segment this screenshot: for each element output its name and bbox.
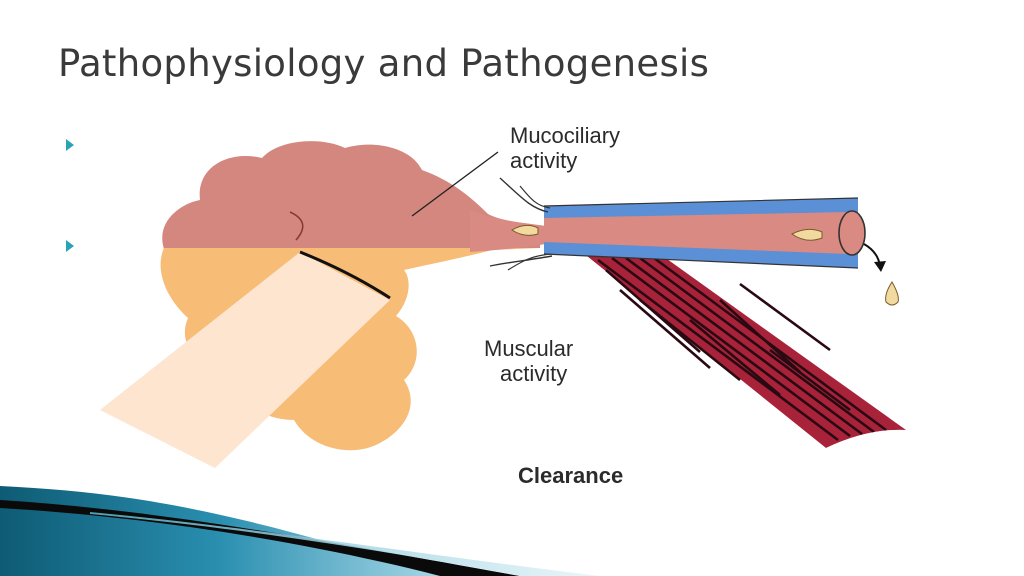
- slide-title: Pathophysiology and Pathogenesis: [58, 42, 710, 85]
- mucociliary-label: Mucociliary activity: [510, 123, 620, 173]
- flow-arrow-icon: [863, 243, 886, 272]
- muscle-bundle: [582, 252, 906, 452]
- mucociliary-label-line1: Mucociliary: [510, 123, 621, 148]
- mucociliary-label-line2: activity: [510, 148, 578, 173]
- connective-tissue: [100, 211, 391, 468]
- secretion-droplet-3: [885, 281, 899, 306]
- bullet-marker-2: [66, 240, 74, 252]
- muscular-label: Muscular activity: [484, 336, 573, 386]
- mucociliary-leader-line: [411, 151, 499, 217]
- muscular-label-line2: activity: [500, 361, 568, 386]
- secretion-droplet-2: [791, 228, 823, 241]
- excretory-duct: [489, 177, 866, 271]
- gland-upper-lobes: [162, 141, 540, 248]
- muscular-label-line1: Muscular: [484, 336, 574, 361]
- secretion-droplet-1: [511, 224, 539, 236]
- bullet-marker-1: [66, 139, 74, 151]
- clearance-caption: Clearance: [518, 463, 624, 488]
- muscle-fibers: [597, 256, 887, 442]
- slide-swoosh: [0, 486, 600, 576]
